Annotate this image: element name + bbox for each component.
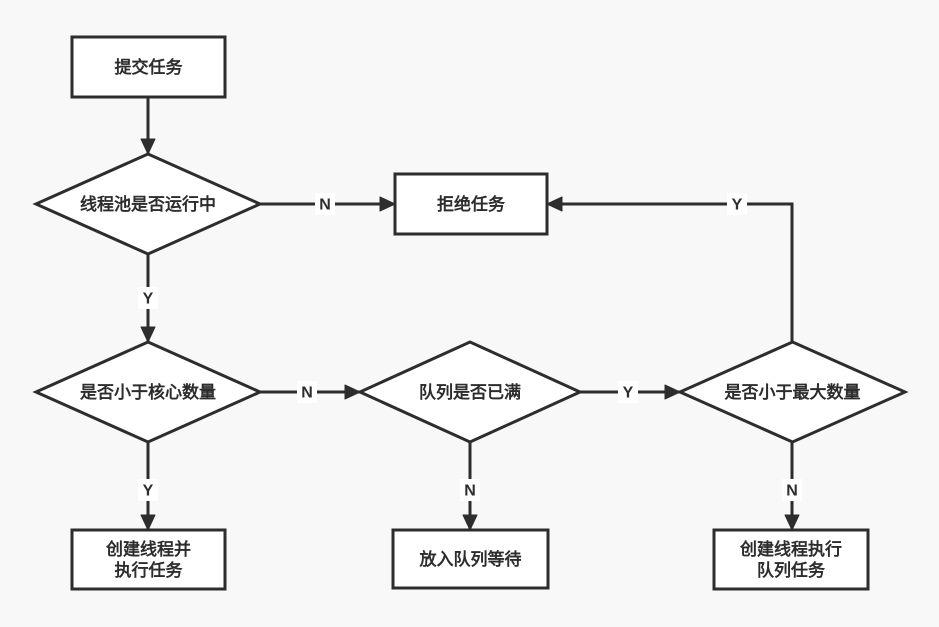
edge-max-y-reject: Y — [545, 193, 794, 344]
node-label-pool-running-decision: 线程池是否运行中 — [80, 194, 216, 214]
node-shape-reject-task — [393, 172, 549, 236]
node-enqueue-wait: 放入队列等待 — [391, 528, 550, 590]
edge-label-running-n-reject: N — [319, 197, 331, 214]
node-create-thread-run-task: 创建线程并执行任务 — [70, 528, 227, 591]
node-label-submit-task: 提交任务 — [115, 57, 184, 77]
edge-label-running-y-core: Y — [143, 291, 154, 308]
edge-line-max-y-reject — [545, 196, 794, 344]
node-label-reject-task: 拒绝任务 — [437, 194, 506, 214]
edge-max-n-create: N — [782, 440, 802, 532]
edge-queue-y-max: Y — [578, 381, 682, 403]
node-label-create-thread-run-task: 创建线程并执行任务 — [105, 539, 191, 580]
edge-running-y-core: Y — [138, 252, 158, 344]
node-label-queue-full-decision: 队列是否已满 — [419, 382, 521, 402]
edge-running-n-reject: N — [258, 193, 397, 215]
edge-label-bg-core-n-queue — [297, 381, 317, 403]
edge-label-bg-queue-y-max — [618, 381, 638, 403]
edge-core-y-create: Y — [138, 440, 158, 532]
edge-label-bg-max-n-create — [782, 479, 802, 501]
edge-label-core-y-create: Y — [143, 483, 154, 500]
edge-label-bg-running-y-core — [138, 287, 158, 309]
edge-label-max-y-reject: Y — [732, 197, 743, 214]
edge-label-core-n-queue: N — [301, 385, 313, 402]
edge-label-queue-y-max: Y — [623, 385, 634, 402]
node-label-create-thread-run-queue: 创建线程执行队列任务 — [739, 539, 842, 580]
node-shape-create-thread-run-task — [70, 528, 227, 591]
node-label-enqueue-wait: 放入队列等待 — [419, 549, 522, 569]
edge-queue-n-enqueue: N — [460, 440, 480, 532]
node-shape-create-thread-run-queue — [712, 528, 870, 591]
node-shape-below-max-decision — [676, 340, 909, 444]
node-shape-below-core-decision — [32, 340, 264, 444]
node-reject-task: 拒绝任务 — [393, 172, 549, 236]
node-pool-running-decision: 线程池是否运行中 — [32, 152, 264, 256]
edge-label-max-n-create: N — [786, 483, 798, 500]
node-label-below-core-decision: 是否小于核心数量 — [80, 382, 216, 402]
edge-label-bg-max-y-reject — [727, 193, 747, 215]
node-submit-task: 提交任务 — [70, 35, 227, 99]
node-shape-pool-running-decision — [32, 152, 264, 256]
node-create-thread-run-queue: 创建线程执行队列任务 — [712, 528, 870, 591]
node-shape-submit-task — [70, 35, 227, 99]
node-shape-queue-full-decision — [356, 340, 584, 444]
edge-core-n-queue: N — [258, 381, 362, 403]
node-queue-full-decision: 队列是否已满 — [356, 340, 584, 444]
edge-label-bg-queue-n-enqueue — [460, 479, 480, 501]
node-below-core-decision: 是否小于核心数量 — [32, 340, 264, 444]
edge-label-bg-running-n-reject — [315, 193, 335, 215]
node-shape-enqueue-wait — [391, 528, 550, 590]
node-below-max-decision: 是否小于最大数量 — [676, 340, 909, 444]
edge-layer: N Y N Y Y Y N N — [138, 95, 802, 532]
edge-label-queue-n-enqueue: N — [464, 483, 476, 500]
edge-label-bg-core-y-create — [138, 479, 158, 501]
node-label-below-max-decision: 是否小于最大数量 — [725, 382, 861, 402]
